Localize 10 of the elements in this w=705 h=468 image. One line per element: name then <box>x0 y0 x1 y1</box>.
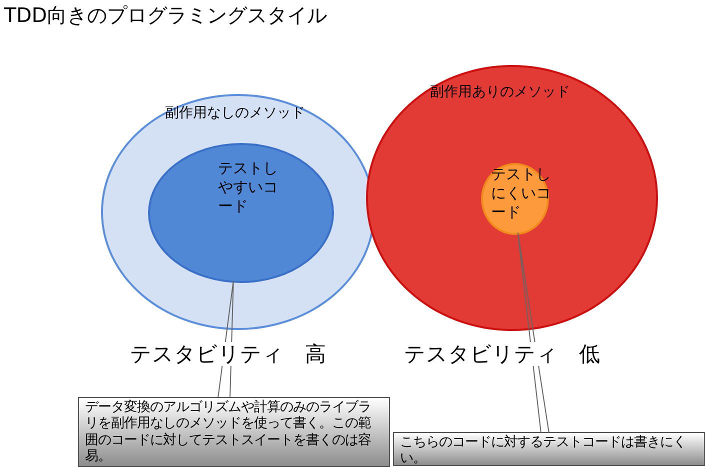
title: TDD向きのプログラミングスタイル <box>4 4 328 27</box>
callout-box: データ変換のアルゴリズムや計算のみのライブラリを副作用なしのメソッドを使って書く。この範囲のコードに対してテストスイートを書くのは容易。 <box>78 397 390 467</box>
code-label: テストしにくいコード <box>491 165 552 222</box>
code-label: テストしやすいコード <box>218 159 279 216</box>
testability-label: テスタビリティ 高 <box>130 342 326 366</box>
leader-line <box>517 232 550 434</box>
testability-label: テスタビリティ 低 <box>404 342 600 366</box>
circle-title: 副作用ありのメソッド <box>430 84 571 102</box>
circle-title: 副作用なしのメソッド <box>165 105 306 122</box>
callout-box: こちらのコードに対するテストコードは書きにくい。 <box>393 432 705 466</box>
